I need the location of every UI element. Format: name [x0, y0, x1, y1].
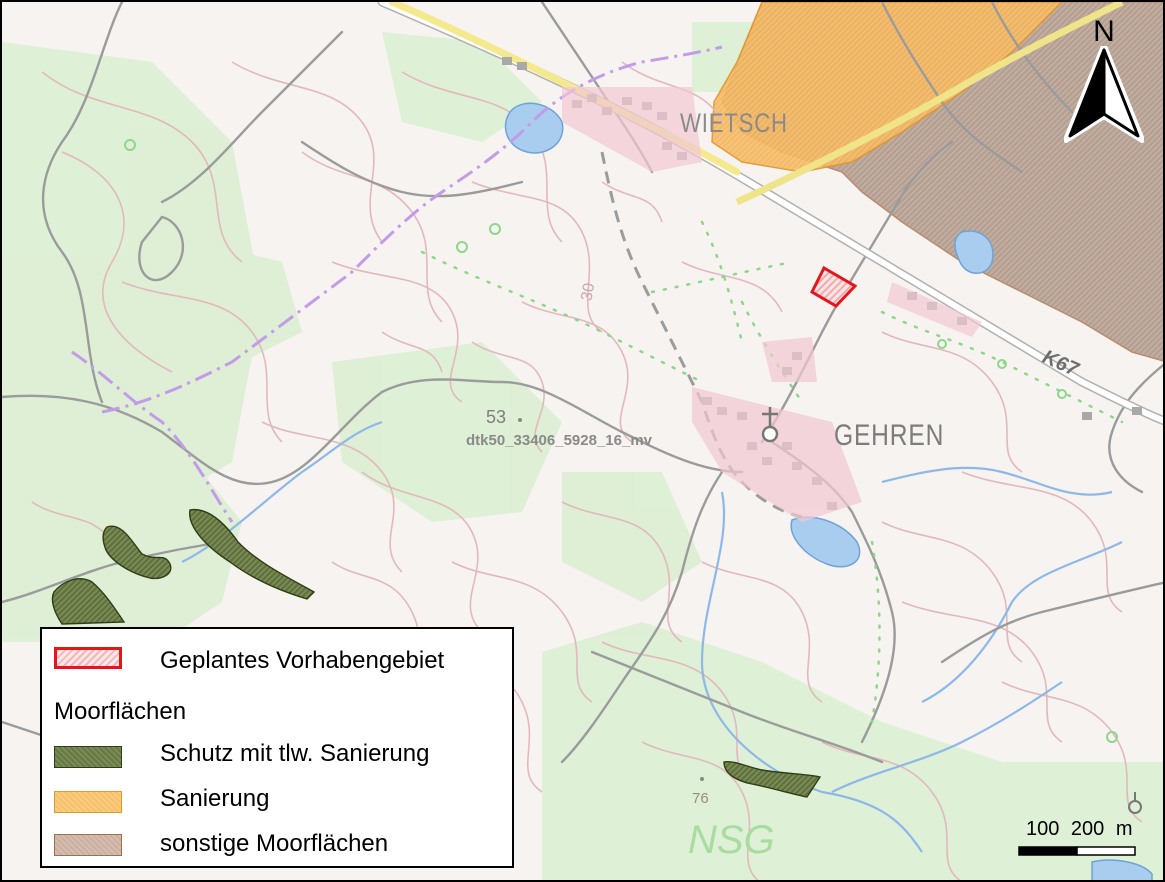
place-label-gehren: GEHREN	[834, 419, 945, 452]
legend-heading-moorflaechen: Moorflächen	[54, 698, 187, 725]
tree-symbols	[124, 139, 1118, 743]
dashed-track	[600, 151, 803, 519]
map-sheet-id: dtk50_33406_5928_16_mv	[466, 432, 652, 449]
elevation-point	[518, 418, 522, 422]
legend-label-sanierung: Sanierung	[160, 785, 270, 812]
sanierung-area	[711, 2, 1064, 173]
church-icon	[761, 407, 779, 443]
contour-label-30: 30	[578, 281, 599, 303]
elevation-label-53: 53	[486, 407, 507, 427]
admin-boundary	[101, 45, 723, 414]
legend-swatch-sonstige	[54, 834, 122, 856]
scale-bar: 100 200 m	[1014, 818, 1154, 868]
scale-bar-label: 100 200 m	[1026, 818, 1133, 840]
scale-bar-graphic	[1018, 846, 1136, 856]
protect-moor-areas	[51, 508, 822, 798]
place-symbol-icon	[1128, 792, 1142, 814]
legend-swatch-sanierung	[54, 791, 122, 813]
water-features	[504, 102, 1153, 880]
settlement-areas	[562, 87, 982, 522]
legend-swatch-protect	[54, 746, 122, 768]
planned-project-area	[810, 265, 858, 308]
elevation-label-76: 76	[692, 790, 709, 807]
legend-label-planned: Geplantes Vorhabengebiet	[160, 647, 445, 674]
legend-label-protect: Schutz mit tlw. Sanierung	[160, 740, 430, 767]
north-arrow-icon	[1064, 46, 1144, 143]
legend-swatch-planned	[54, 647, 122, 669]
admin-boundary-2	[71, 350, 234, 523]
map-legend: Geplantes Vorhabengebiet Moorflächen Sch…	[40, 627, 514, 868]
nsg-label: NSG	[688, 818, 775, 862]
legend-label-sonstige: sonstige Moorflächen	[160, 830, 389, 857]
place-label-wietsch: WIETSCH	[680, 108, 788, 138]
north-letter: N	[1093, 15, 1115, 48]
north-arrow: N	[1064, 16, 1144, 146]
elevation-point	[700, 777, 704, 781]
